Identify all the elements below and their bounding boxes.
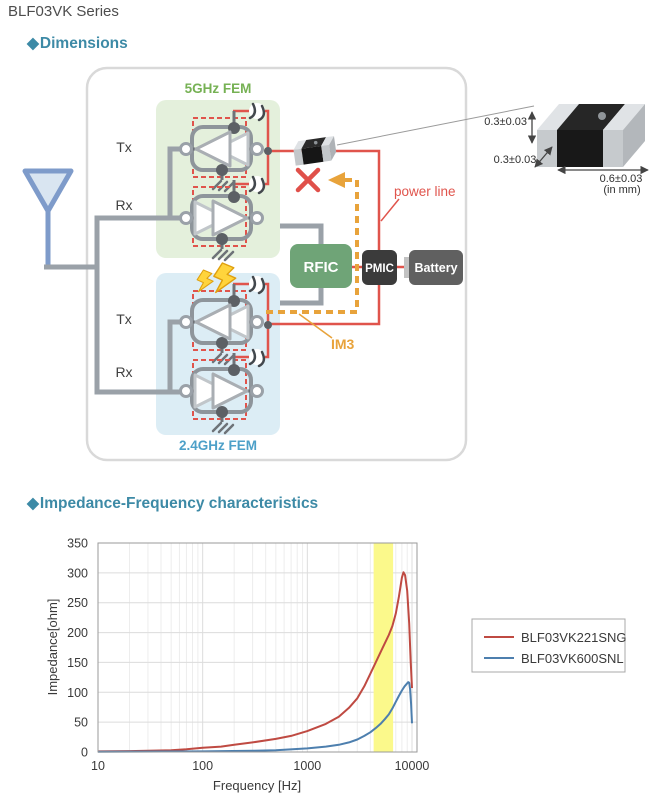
battery-label: Battery [414, 261, 457, 275]
diamond-bullet-icon: ◆ [27, 495, 39, 512]
dimension-unit-label: (in mm) [603, 184, 640, 196]
legend-label-1: BLF03VK600SNL [521, 651, 624, 666]
chart-legend: BLF03VK221SNG BLF03VK600SNL [471, 618, 627, 673]
junction-dot [264, 147, 272, 155]
rfic-block [290, 244, 352, 288]
y-axis-title: Impedance[ohm] [45, 599, 60, 696]
page-title: BLF03VK Series [8, 3, 119, 20]
tick-label: 300 [67, 566, 88, 580]
tick-label: 50 [74, 716, 88, 730]
pmic-label: PMIC [365, 263, 394, 275]
pmic-block [362, 250, 397, 285]
chip-pointer-line [336, 105, 535, 146]
chart-tick-labels: 0 50 100 150 200 250 300 350 10 100 1000 10000 [67, 537, 429, 774]
fem5-tx-label: Tx [116, 139, 132, 155]
length-dimension-label: 0.6±0.03 [600, 173, 643, 185]
tick-label: 350 [67, 537, 88, 551]
antenna-feed-wires [44, 146, 181, 395]
impedance-heading-text: Impedance-Frequency characteristics [39, 495, 319, 512]
plot-area-border [97, 542, 418, 753]
rfic-to-fem5-wire [280, 223, 324, 245]
tick-label: 100 [67, 686, 88, 700]
rfic-label: RFIC [304, 259, 339, 276]
im3-noise-path [261, 178, 359, 314]
ferrite-bead-chip [293, 136, 337, 166]
fem-5ghz-label: 5GHz FEM [185, 81, 252, 96]
inductor-icon [247, 101, 267, 122]
power-line-annotation: power line [394, 184, 456, 199]
legend-box [471, 618, 626, 673]
chart-gridlines [98, 542, 417, 752]
diamond-bullet-icon: ◆ [27, 35, 39, 52]
fem24-tx-label: Tx [116, 311, 132, 327]
tick-label: 250 [67, 596, 88, 610]
dimensions-heading: ◆Dimensions [27, 34, 128, 53]
im3-annotation: IM3 [331, 336, 355, 352]
series-blf03vk600snl [97, 681, 413, 753]
impedance-frequency-chart: 0 50 100 150 200 250 300 350 10 100 1000 10000 Impe… [45, 537, 627, 794]
inductor-icon [247, 274, 267, 295]
inductor-icon [247, 174, 267, 195]
tick-label: 10 [91, 759, 105, 773]
series-blf03vk221sng [97, 571, 413, 753]
tick-label: 10000 [395, 759, 430, 773]
impedance-heading: ◆Impedance-Frequency characteristics [27, 494, 318, 513]
tick-label: 150 [67, 656, 88, 670]
im3-arrowhead-icon [328, 172, 345, 188]
rfic-to-fem24-wire [280, 287, 324, 306]
tick-label: 200 [67, 626, 88, 640]
height-dimension-label: 0.3±0.03 [484, 116, 527, 128]
dimensions-diagram: 5GHz FEM 2.4GHz FEM Tx Rx Tx Rx [22, 66, 649, 462]
dimensions-heading-text: Dimensions [39, 35, 128, 52]
legend-label-0: BLF03VK221SNG [521, 630, 627, 645]
power-line-pointer [380, 198, 400, 222]
battery-terminal [404, 257, 410, 278]
depth-dimension-label: 0.3±0.03 [494, 154, 537, 166]
junction-dot [264, 321, 272, 329]
fem24-rx-label: Rx [115, 364, 132, 380]
tick-label: 100 [192, 759, 213, 773]
chip-dimension-figure: 0.3±0.03 0.3±0.03 0.6±0.03 (in mm) [484, 104, 649, 196]
antenna-icon [22, 168, 74, 266]
fem-24ghz-label: 2.4GHz FEM [179, 438, 257, 453]
tick-label: 0 [81, 746, 88, 760]
tick-label: 1000 [293, 759, 321, 773]
depth-dimension-arrow [534, 146, 553, 168]
inductor-icon [247, 347, 267, 368]
x-axis-title: Frequency [Hz] [213, 778, 301, 793]
fem5-rx-label: Rx [115, 197, 132, 213]
x-mark-icon [295, 167, 321, 193]
im3-pointer [298, 313, 333, 339]
battery-block [409, 250, 463, 285]
